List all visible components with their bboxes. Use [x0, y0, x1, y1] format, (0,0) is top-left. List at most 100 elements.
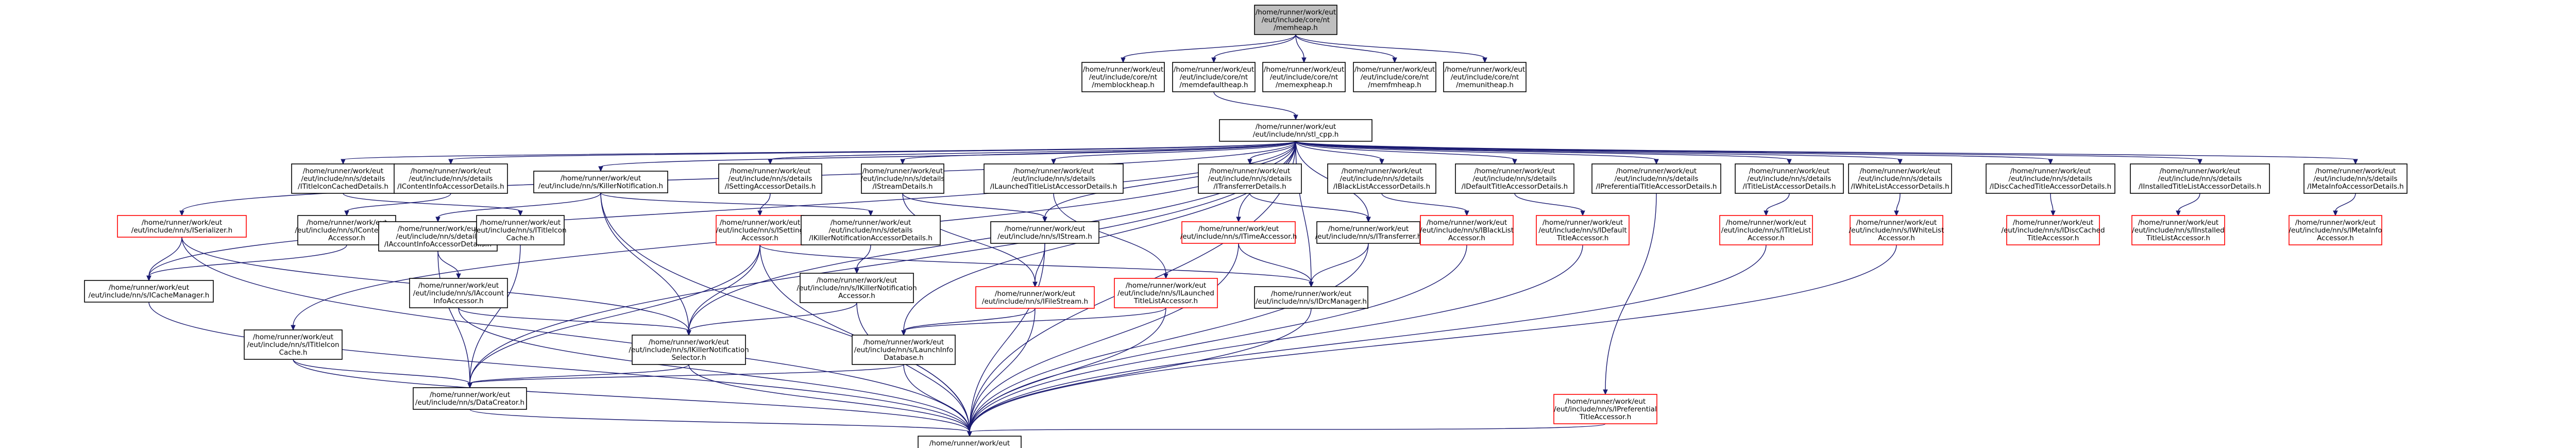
file-node-icachemanager[interactable]: /home/runner/work/eut/eut/include/nn/s/I…	[84, 280, 214, 303]
file-node-box[interactable]	[117, 215, 247, 238]
file-node-box[interactable]	[1254, 5, 1337, 35]
file-node-ikillernotification[interactable]: /home/runner/work/eut/eut/include/nn/s/K…	[533, 171, 668, 193]
file-node-box[interactable]	[533, 171, 668, 193]
file-node-ilaunchedtitle[interactable]: /home/runner/work/eut/eut/include/nn/s/d…	[984, 163, 1124, 194]
file-node-idefaulttitleacc[interactable]: /home/runner/work/eut/eut/include/nn/s/I…	[1536, 215, 1630, 245]
file-node-istreamdetails[interactable]: /home/runner/work/eut/eut/include/nn/s/d…	[861, 163, 945, 194]
file-node-box[interactable]	[1591, 163, 1721, 194]
file-node-istream[interactable]: /home/runner/work/eut/eut/include/nn/s/I…	[990, 221, 1099, 244]
file-node-ilaunchedtitleacc[interactable]: /home/runner/work/eut/eut/include/nn/s/I…	[1114, 278, 1218, 308]
file-node-icontentinfo[interactable]: /home/runner/work/eut/eut/include/nn/s/d…	[394, 163, 508, 194]
file-node-memexpheap[interactable]: /home/runner/work/eut/eut/include/core/n…	[1262, 62, 1346, 92]
file-node-iblacklistacc[interactable]: /home/runner/work/eut/eut/include/nn/s/I…	[1420, 215, 1514, 245]
file-node-box[interactable]	[1219, 119, 1372, 142]
file-node-isettingdetails[interactable]: /home/runner/work/eut/eut/include/nn/s/d…	[718, 163, 822, 194]
file-node-memdefaultheap[interactable]: /home/runner/work/eut/eut/include/core/n…	[1172, 62, 1256, 92]
file-node-iblacklistdetails[interactable]: /home/runner/work/eut/eut/include/nn/s/d…	[1327, 163, 1436, 194]
file-node-idisccachedetails[interactable]: /home/runner/work/eut/eut/include/nn/s/d…	[1986, 163, 2115, 194]
file-node-box[interactable]	[1353, 62, 1436, 92]
file-node-datacreator[interactable]: /home/runner/work/eut/eut/include/nn/s/D…	[413, 387, 527, 410]
file-node-itransferdetails[interactable]: /home/runner/work/eut/eut/include/nn/s/d…	[1198, 163, 1302, 194]
file-node-memfmheap[interactable]: /home/runner/work/eut/eut/include/core/n…	[1353, 62, 1436, 92]
file-node-box[interactable]	[990, 221, 1099, 244]
file-node-box[interactable]	[1254, 286, 1368, 309]
file-node-box[interactable]	[244, 329, 343, 360]
file-node-box[interactable]	[852, 335, 956, 365]
file-node-label: /eut/include/nn/s/IBlackList	[1420, 226, 1514, 235]
file-node-ikillerselector[interactable]: /home/runner/work/eut/eut/include/nn/s/I…	[629, 335, 749, 365]
file-node-box[interactable]	[1420, 215, 1514, 245]
file-node-box[interactable]	[394, 163, 508, 194]
file-node-box[interactable]	[1850, 215, 1943, 245]
file-node-iserializer[interactable]: /home/runner/work/eut/eut/include/nn/s/I…	[117, 215, 247, 238]
file-node-box[interactable]	[84, 280, 214, 303]
file-node-iaccountinfoacc[interactable]: /home/runner/work/eut/eut/include/nn/s/I…	[409, 278, 508, 308]
file-node-box[interactable]	[1181, 221, 1296, 244]
file-node-box[interactable]	[861, 163, 944, 194]
file-node-imetainfodetails[interactable]: /home/runner/work/eut/eut/include/nn/s/d…	[2303, 163, 2408, 194]
file-node-idrcmanager[interactable]: /home/runner/work/eut/eut/include/nn/s/I…	[1254, 286, 1368, 309]
file-node-box[interactable]	[1443, 62, 1527, 92]
file-node-box[interactable]	[800, 273, 914, 303]
file-node-box[interactable]	[2303, 163, 2408, 194]
file-node-box[interactable]	[1986, 163, 2115, 194]
file-node-box[interactable]	[1172, 62, 1256, 92]
file-node-memheap[interactable]: /home/runner/work/eut/eut/include/core/n…	[1254, 5, 1337, 35]
file-node-box[interactable]	[476, 215, 565, 245]
file-node-box[interactable]	[409, 278, 508, 308]
file-node-ititlelistacc[interactable]: /home/runner/work/eut/eut/include/nn/s/I…	[1719, 215, 1813, 245]
file-node-label: /eut/include/nn/s/IAccount	[413, 289, 504, 297]
file-node-ititleiconcache[interactable]: /home/runner/work/eut/eut/include/nn/s/I…	[474, 215, 567, 245]
file-node-box[interactable]	[1081, 62, 1165, 92]
file-node-ititlelistdetails[interactable]: /home/runner/work/eut/eut/include/nn/s/d…	[1735, 163, 1844, 194]
file-node-memblockheap[interactable]: /home/runner/work/eut/eut/include/core/n…	[1081, 62, 1165, 92]
file-node-box[interactable]	[632, 335, 746, 365]
file-node-iwhitelistacc[interactable]: /home/runner/work/eut/eut/include/nn/s/I…	[1849, 215, 1944, 245]
file-node-ifilestream[interactable]: /home/runner/work/eut/eut/include/nn/s/I…	[975, 286, 1095, 309]
edge-arrowhead	[2048, 159, 2053, 165]
file-node-box[interactable]	[1327, 163, 1436, 194]
file-node-ipreferentialacc[interactable]: /home/runner/work/eut/eut/include/nn/s/I…	[1553, 394, 1657, 424]
file-node-nnstl[interactable]: /home/runner/work/eut/eut/include/nn/stl…	[1219, 119, 1372, 142]
file-node-ilaunchinfodb[interactable]: /home/runner/work/eut/eut/include/nn/s/L…	[852, 335, 956, 365]
file-node-idcountcache[interactable]: /home/runner/work/eut/eut/include/nn/s/d…	[291, 163, 395, 194]
file-node-isettingacc[interactable]: /home/runner/work/eut/eut/include/nn/s/I…	[716, 215, 804, 245]
file-node-box[interactable]	[1114, 278, 1218, 308]
file-node-imetainfoacc[interactable]: /home/runner/work/eut/eut/include/nn/s/I…	[2289, 215, 2382, 245]
file-node-box[interactable]	[1553, 394, 1657, 424]
file-node-box[interactable]	[718, 163, 822, 194]
file-node-box[interactable]	[1262, 62, 1346, 92]
file-node-box[interactable]	[975, 286, 1095, 309]
file-node-itimeacc[interactable]: /home/runner/work/eut/eut/include/nn/s/I…	[1180, 221, 1297, 244]
file-node-box[interactable]	[1735, 163, 1844, 194]
file-node-iinstalleddetails[interactable]: /home/runner/work/eut/eut/include/nn/s/d…	[2130, 163, 2270, 194]
file-node-ipreferentialdetails[interactable]: /home/runner/work/eut/eut/include/nn/s/d…	[1591, 163, 1721, 194]
file-node-iwhitelistdetails[interactable]: /home/runner/work/eut/eut/include/nn/s/d…	[1848, 163, 1952, 194]
file-node-box[interactable]	[1719, 215, 1813, 245]
file-node-box[interactable]	[2131, 215, 2225, 245]
file-node-icontentinfoacc[interactable]: /home/runner/work/eut/eut/include/nn/s/I…	[295, 215, 399, 245]
file-node-iinstalledacc[interactable]: /home/runner/work/eut/eut/include/nn/s/I…	[2131, 215, 2225, 245]
file-node-box[interactable]	[801, 215, 941, 245]
file-node-box[interactable]	[413, 387, 527, 410]
file-node-box[interactable]	[918, 436, 1022, 448]
file-node-ititleiconcache2[interactable]: /home/runner/work/eut/eut/include/nn/s/I…	[244, 329, 343, 360]
file-node-box[interactable]	[2289, 215, 2382, 245]
file-node-ikillernotifacc[interactable]: /home/runner/work/eut/eut/include/nn/s/I…	[796, 273, 917, 303]
file-node-idefaulttitledetails[interactable]: /home/runner/work/eut/eut/include/nn/s/d…	[1455, 163, 1574, 194]
file-node-ikillerdetails[interactable]: /home/runner/work/eut/eut/include/nn/s/d…	[801, 215, 941, 245]
file-node-box[interactable]	[1536, 215, 1630, 245]
file-node-label: /ITitleListAccessorDetails.h	[1743, 182, 1836, 191]
file-node-box[interactable]	[1316, 221, 1420, 244]
file-node-box[interactable]	[1198, 163, 1302, 194]
file-node-box[interactable]	[984, 163, 1124, 194]
file-node-idisccacheacc[interactable]: /home/runner/work/eut/eut/include/nn/s/I…	[2001, 215, 2105, 245]
file-node-box[interactable]	[2130, 163, 2270, 194]
file-node-nns[interactable]: /home/runner/work/eut/eut/include/nn/s.h	[918, 436, 1022, 448]
file-node-memunitheap[interactable]: /home/runner/work/eut/eut/include/core/n…	[1443, 62, 1527, 92]
file-node-label: /ILaunchedTitleListAccessorDetails.h	[990, 182, 1117, 191]
file-node-itransferrer[interactable]: /home/runner/work/eut/eut/include/nn/s/I…	[1315, 221, 1422, 244]
file-node-box[interactable]	[2006, 215, 2100, 245]
file-node-box[interactable]	[1848, 163, 1952, 194]
file-node-box[interactable]	[1455, 163, 1574, 194]
